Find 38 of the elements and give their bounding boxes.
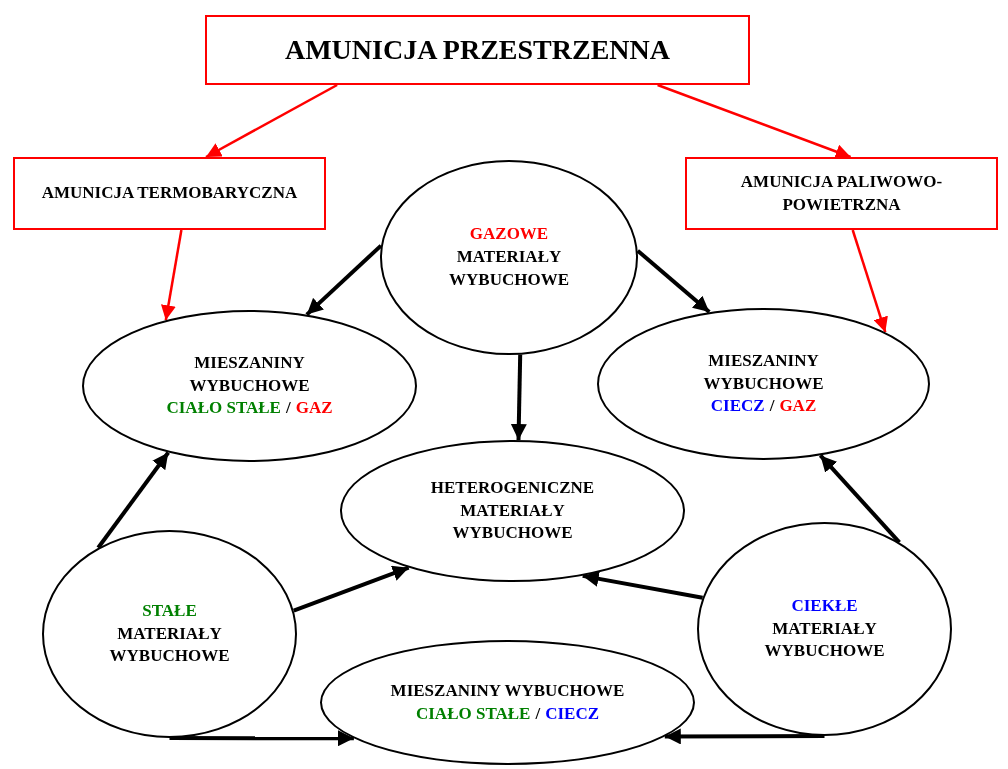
node-label-part: GAZ — [779, 395, 817, 418]
arrow — [160, 229, 183, 321]
arrow — [169, 730, 354, 747]
node-label: MIESZANINY WYBUCHOWE — [702, 349, 825, 395]
arrow — [205, 83, 338, 159]
category-box — [685, 157, 998, 230]
node-label: AMUNICJA PRZESTRZENNA — [284, 33, 670, 68]
arrow — [851, 229, 888, 333]
node-label: AMUNICJA PALIWOWO-POWIETRZNA — [739, 170, 944, 216]
node-label-part: CIECZ — [710, 395, 765, 418]
node-label: AMUNICJA TERMOBARYCZNA — [41, 182, 298, 205]
node-label: MIESZANINY WYBUCHOWE — [188, 351, 311, 397]
arrow — [96, 451, 170, 549]
arrow — [305, 244, 383, 317]
arrow — [657, 83, 852, 159]
node-label-part: MATERIAŁY WYBUCHOWE — [763, 617, 886, 663]
node-label-part: GAZ — [295, 397, 333, 420]
arrow — [582, 570, 703, 600]
node-label-part: CIECZ — [545, 702, 600, 725]
arrow — [664, 728, 825, 745]
node-label: STAŁE — [142, 599, 197, 622]
node-label-part: / — [535, 702, 541, 725]
arrow — [510, 354, 527, 441]
node-label-part: MATERIAŁY WYBUCHOWE — [448, 246, 570, 291]
category-box — [13, 157, 326, 230]
title-box — [205, 15, 750, 85]
node-label: HETEROGENICZNE MATERIAŁY WYBUCHOWE — [429, 476, 596, 545]
arrow — [818, 454, 901, 544]
node-label: CIEKŁE — [791, 594, 858, 617]
node-label: GAZOWE — [469, 223, 549, 246]
node-label-part: / — [769, 395, 775, 418]
node-label: MIESZANINY WYBUCHOWE — [390, 679, 625, 702]
node-label-part: CIAŁO STAŁE — [166, 397, 281, 420]
node-label-part: / — [285, 397, 291, 420]
arrow — [293, 565, 410, 613]
node-label-part: MATERIAŁY WYBUCHOWE — [108, 622, 231, 668]
node-label-part: CIAŁO STAŁE — [415, 702, 531, 725]
arrow — [636, 249, 711, 314]
